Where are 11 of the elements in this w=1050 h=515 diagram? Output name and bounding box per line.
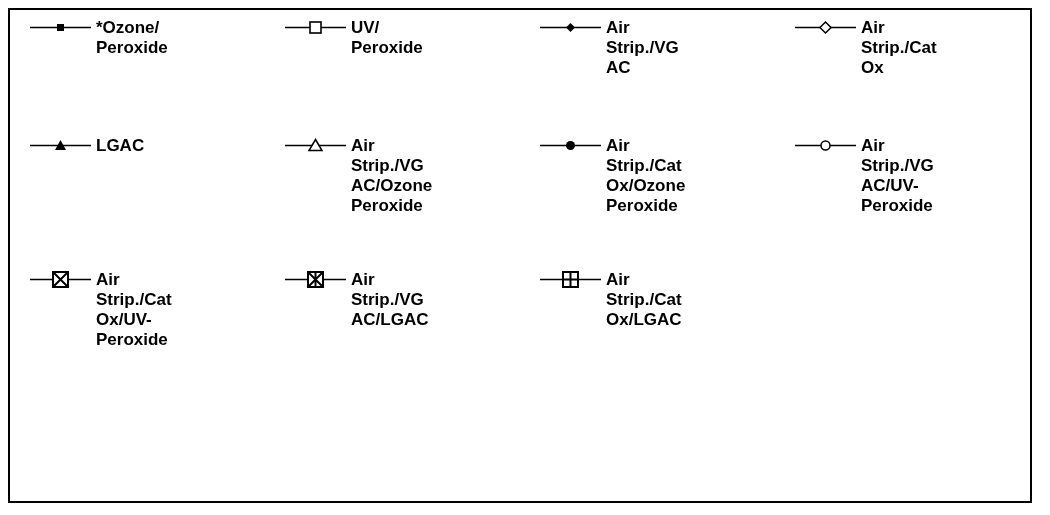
- legend-label: Air Strip./Cat Ox/LGAC: [606, 270, 682, 330]
- legend-label: Air Strip./VG AC/LGAC: [351, 270, 429, 330]
- legend-label: Air Strip./Cat Ox: [861, 18, 937, 78]
- legend-label: Air Strip./VG AC: [606, 18, 679, 78]
- legend-label: UV/ Peroxide: [351, 18, 423, 58]
- legend-label: Air Strip./Cat Ox/Ozone Peroxide: [606, 136, 686, 216]
- legend-label: Air Strip./VG AC/UV- Peroxide: [861, 136, 934, 216]
- legend-label: Air Strip./VG AC/Ozone Peroxide: [351, 136, 433, 216]
- legend-label: *Ozone/ Peroxide: [96, 18, 168, 58]
- legend-label: LGAC: [96, 136, 145, 156]
- legend-label: Air Strip./Cat Ox/UV- Peroxide: [96, 270, 172, 350]
